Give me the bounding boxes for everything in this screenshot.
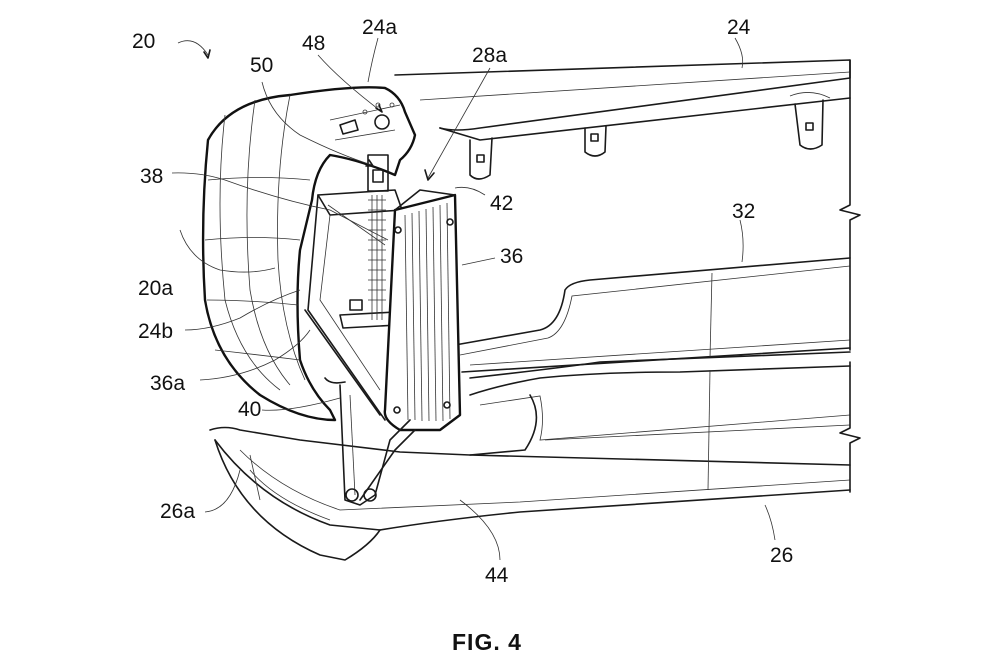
label-50: 50 — [250, 54, 273, 77]
label-44: 44 — [485, 564, 509, 587]
figure-caption: FIG. 4 — [452, 629, 522, 655]
label-20: 20 — [132, 30, 155, 53]
label-36a: 36a — [150, 372, 185, 395]
label-26a: 26a — [160, 500, 195, 523]
label-38: 38 — [140, 165, 163, 188]
lower-bumper-26 — [209, 365, 851, 561]
break-lines — [839, 59, 861, 493]
label-32: 32 — [732, 200, 755, 223]
label-24: 24 — [727, 16, 751, 39]
link-arm-40 — [324, 377, 416, 506]
label-36: 36 — [500, 245, 523, 268]
label-42: 42 — [490, 192, 513, 215]
reference-labels: 20 24a 24 48 50 28a 38 42 32 36 20a 24b … — [132, 16, 793, 587]
label-24a: 24a — [362, 16, 397, 39]
label-26: 26 — [770, 544, 793, 567]
end-cap-20a — [201, 86, 417, 422]
step-plate-36 — [383, 189, 462, 432]
label-20a: 20a — [138, 277, 173, 300]
label-28a: 28a — [472, 44, 507, 67]
middle-bumper-32 — [454, 257, 851, 379]
label-40: 40 — [238, 398, 261, 421]
label-24b: 24b — [138, 320, 173, 343]
leader-lines — [171, 37, 776, 561]
upper-rail-24 — [394, 59, 851, 180]
label-48: 48 — [302, 32, 325, 55]
